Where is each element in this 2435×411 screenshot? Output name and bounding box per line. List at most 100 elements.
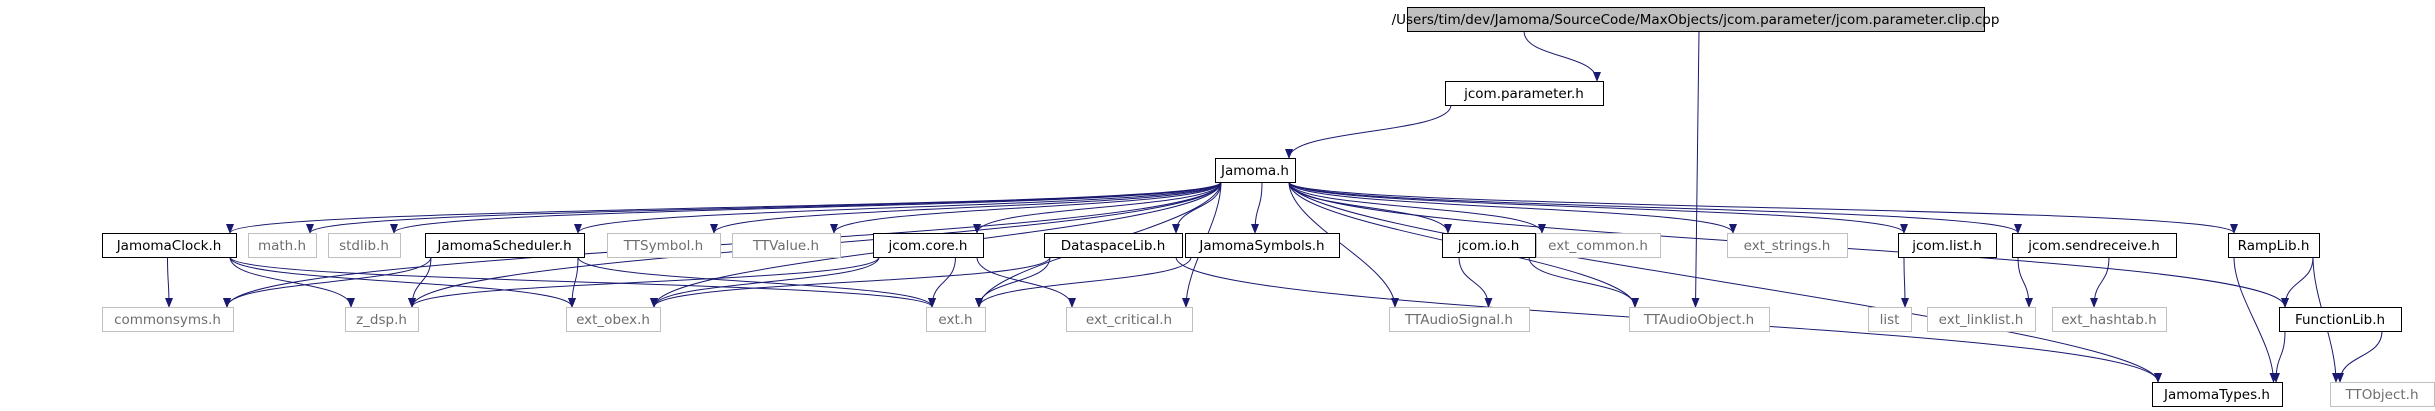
node-label-ramplib: RampLib.h	[2238, 238, 2310, 254]
node-box-param	[1445, 81, 1604, 106]
node-label-param: jcom.parameter.h	[1463, 86, 1584, 102]
node-label-list: list	[1880, 312, 1900, 328]
edge-jamoma-to-core	[973, 181, 1222, 234]
edge-jamoma-to-extcommon	[1288, 181, 1546, 234]
node-box-ramplib	[2228, 233, 2320, 258]
edge-jamoma-to-jlist	[1288, 181, 1908, 234]
edge-clock-to-extobex	[229, 256, 576, 308]
edge-jamoma-to-stdlib	[390, 181, 1222, 234]
node-extcommon: ext_common.h	[1536, 233, 1661, 258]
node-label-jtypes: JamomaTypes.h	[2163, 387, 2270, 403]
node-label-jsyms: JamomaSymbols.h	[1198, 238, 1324, 254]
node-label-stdlib: stdlib.h	[339, 238, 389, 254]
node-ramplib[interactable]: RampLib.h	[2228, 233, 2320, 258]
edge-layer	[164, 30, 2383, 383]
node-layer: /Users/tim/dev/Jamoma/SourceCode/MaxObje…	[102, 7, 2435, 407]
node-clock[interactable]: JamomaClock.h	[102, 233, 237, 258]
edge-sched-to-exth	[577, 256, 936, 308]
node-box-ttobject	[2330, 382, 2435, 407]
node-sched[interactable]: JamomaScheduler.h	[425, 233, 585, 258]
node-core[interactable]: jcom.core.h	[873, 233, 984, 258]
edge-jamoma-to-math	[306, 181, 1222, 234]
edge-root-to-param	[1523, 30, 1601, 82]
node-extcrit: ext_critical.h	[1066, 307, 1193, 332]
node-box-commonsyms	[102, 307, 234, 332]
node-extobex: ext_obex.h	[566, 307, 661, 332]
edge-funclib-to-jtypes	[2272, 330, 2286, 383]
node-box-dslib	[1044, 233, 1183, 258]
node-label-commonsyms: commonsyms.h	[114, 312, 221, 328]
edge-jamoma-to-sendrecv	[1288, 181, 2022, 234]
node-jlist[interactable]: jcom.list.h	[1898, 233, 1997, 258]
edge-jlist-to-list	[1900, 256, 1909, 308]
edge-sched-to-commonsyms	[223, 256, 432, 308]
edge-jamoma-to-sched	[574, 181, 1222, 234]
node-box-extobex	[566, 307, 661, 332]
node-param[interactable]: jcom.parameter.h	[1445, 81, 1604, 106]
node-box-jtypes	[2152, 382, 2283, 407]
node-extstrings: ext_strings.h	[1727, 233, 1848, 258]
edge-jamoma-to-clock	[226, 181, 1222, 234]
node-label-funclib: FunctionLib.h	[2295, 312, 2385, 328]
node-box-io	[1442, 233, 1536, 258]
edge-clock-to-commonsyms	[164, 256, 173, 308]
node-ttval: TTValue.h	[732, 233, 841, 258]
node-funclib[interactable]: FunctionLib.h	[2279, 307, 2402, 332]
node-box-jlist	[1898, 233, 1997, 258]
node-label-sendrecv: jcom.sendreceive.h	[2027, 238, 2160, 254]
node-dslib[interactable]: DataspaceLib.h	[1044, 233, 1183, 258]
node-root[interactable]: /Users/tim/dev/Jamoma/SourceCode/MaxObje…	[1392, 7, 2000, 32]
edge-jamoma-to-extstrings	[1288, 181, 1737, 234]
node-box-extcrit	[1066, 307, 1193, 332]
node-label-clock: JamomaClock.h	[116, 238, 222, 254]
node-io[interactable]: jcom.io.h	[1442, 233, 1536, 258]
node-label-exthashtab: ext_hashtab.h	[2061, 312, 2157, 328]
edge-param-to-jamoma	[1285, 104, 1452, 159]
node-exthashtab: ext_hashtab.h	[2052, 307, 2167, 332]
node-jtypes[interactable]: JamomaTypes.h	[2152, 382, 2283, 407]
node-jamoma[interactable]: Jamoma.h	[1215, 158, 1296, 183]
edge-jsyms-to-exth	[975, 256, 1192, 308]
node-label-extlinklist: ext_linklist.h	[1939, 312, 2024, 328]
edge-ramplib-to-funclib	[2281, 256, 2314, 308]
node-label-math: math.h	[258, 238, 306, 254]
node-box-ttsym	[607, 233, 721, 258]
edge-dslib-to-extobex	[650, 256, 1051, 308]
node-ttaudioobj: TTAudioObject.h	[1629, 307, 1770, 332]
node-label-io: jcom.io.h	[1457, 238, 1520, 254]
edge-sched-to-zdsp	[408, 256, 432, 308]
node-label-ttaudioobj: TTAudioObject.h	[1643, 312, 1754, 328]
edge-clock-to-exth	[229, 256, 936, 308]
edge-sendrecv-to-extlinklist	[2017, 256, 2033, 308]
edge-io-to-ttaudioobj	[1528, 256, 1639, 308]
node-label-extcommon: ext_common.h	[1548, 238, 1648, 254]
node-label-dslib: DataspaceLib.h	[1061, 238, 1166, 254]
node-extlinklist: ext_linklist.h	[1927, 307, 2036, 332]
node-label-exth: ext.h	[938, 312, 972, 328]
node-label-ttaudiosig: TTAudioSignal.h	[1404, 312, 1513, 328]
node-box-root	[1407, 7, 1985, 32]
node-sendrecv[interactable]: jcom.sendreceive.h	[2012, 233, 2177, 258]
edge-sendrecv-to-exthashtab	[2090, 256, 2110, 308]
node-box-ttaudioobj	[1629, 307, 1770, 332]
node-box-jsyms	[1185, 233, 1340, 258]
node-label-extobex: ext_obex.h	[576, 312, 650, 328]
node-label-ttobject: TTObject.h	[2344, 387, 2418, 403]
edge-io-to-ttaudiosig	[1458, 256, 1493, 308]
node-label-root: /Users/tim/dev/Jamoma/SourceCode/MaxObje…	[1392, 12, 2000, 28]
edge-clock-to-zdsp	[229, 256, 355, 308]
node-jsyms[interactable]: JamomaSymbols.h	[1185, 233, 1340, 258]
node-box-ttval	[732, 233, 841, 258]
edge-jamoma-to-ramplib	[1288, 181, 2238, 234]
node-list: list	[1868, 307, 1912, 332]
edge-jamoma-to-jsyms	[1251, 181, 1263, 234]
node-label-zdsp: z_dsp.h	[356, 312, 407, 328]
node-exth: ext.h	[926, 307, 986, 332]
node-box-math	[248, 233, 317, 258]
node-zdsp: z_dsp.h	[345, 307, 419, 332]
edge-jamoma-to-jtypes	[1288, 181, 2162, 383]
edge-core-to-extcrit	[976, 256, 1076, 308]
node-box-extlinklist	[1927, 307, 2036, 332]
edge-jamoma-to-ttaudiosig	[1288, 181, 1399, 308]
